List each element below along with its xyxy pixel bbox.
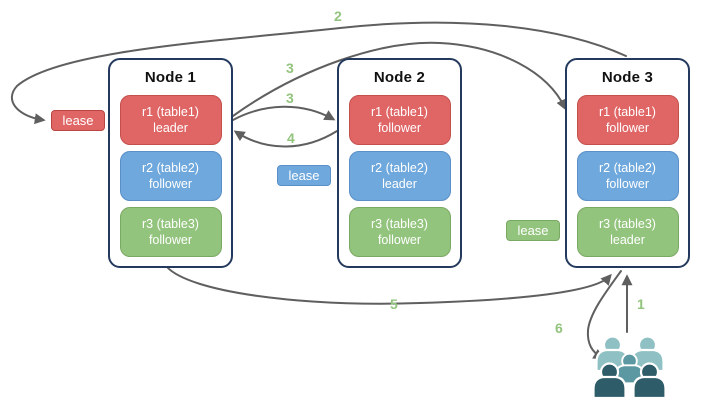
node-2-title: Node 2 xyxy=(373,69,426,86)
replica-role: follower xyxy=(377,233,422,247)
node-3-replica-r1: r1 (table1) follower xyxy=(576,95,679,145)
flow-label-step-3b: 3 xyxy=(286,90,294,106)
users-icon xyxy=(592,335,667,400)
replica-name: r3 (table3) xyxy=(142,216,199,231)
lease-tag-blue: lease xyxy=(277,165,331,186)
node-1-replica-r2: r2 (table2) follower xyxy=(119,151,222,201)
replica-role: follower xyxy=(605,177,650,191)
arrow-step-2 xyxy=(11,21,627,125)
node-1-replica-r3: r3 (table3) follower xyxy=(119,207,222,257)
replica-name: r1 (table1) xyxy=(371,104,428,119)
arrow-step-4 xyxy=(233,130,338,148)
replica-name: r3 (table3) xyxy=(599,216,656,231)
flow-label-step-4: 4 xyxy=(287,130,295,146)
replica-role: leader xyxy=(153,121,188,135)
replica-name: r1 (table1) xyxy=(599,104,656,119)
replica-name: r2 (table2) xyxy=(599,160,656,175)
node-2-replica-r3: r3 (table3) follower xyxy=(348,207,451,257)
replica-role: follower xyxy=(148,233,193,247)
replica-name: r2 (table2) xyxy=(142,160,199,175)
replica-role: follower xyxy=(605,121,650,135)
replica-name: r2 (table2) xyxy=(371,160,428,175)
flow-label-step-2: 2 xyxy=(334,8,342,24)
arrow-step-3-to-node3 xyxy=(232,41,567,117)
node-1-title: Node 1 xyxy=(144,69,197,86)
node-1-replica-r1: r1 (table1) leader xyxy=(119,95,222,145)
node-2-replica-r1: r1 (table1) follower xyxy=(348,95,451,145)
flow-label-step-1: 1 xyxy=(637,296,645,312)
lease-tag-green: lease xyxy=(506,220,560,241)
replica-role: follower xyxy=(377,121,422,135)
arrow-step-5 xyxy=(166,266,612,305)
replica-name: r3 (table3) xyxy=(371,216,428,231)
arrow-step-3-to-node2 xyxy=(232,105,336,121)
flow-label-step-3a: 3 xyxy=(286,60,294,76)
node-3-title: Node 3 xyxy=(601,69,654,86)
flow-label-step-6: 6 xyxy=(555,320,563,336)
node-3-replica-r3: r3 (table3) leader xyxy=(576,207,679,257)
lease-tag-red: lease xyxy=(51,110,105,131)
node-2-replica-r2: r2 (table2) leader xyxy=(348,151,451,201)
node-3-replica-r2: r2 (table2) follower xyxy=(576,151,679,201)
flow-label-step-5: 5 xyxy=(390,296,398,312)
node-1: Node 1 r1 (table1) leader r2 (table2) fo… xyxy=(108,58,233,268)
replica-role: leader xyxy=(382,177,417,191)
arrow-step-6 xyxy=(586,270,622,360)
node-2: Node 2 r1 (table1) follower r2 (table2) … xyxy=(337,58,462,268)
node-3: Node 3 r1 (table1) follower r2 (table2) … xyxy=(565,58,690,268)
replica-role: follower xyxy=(148,177,193,191)
replica-name: r1 (table1) xyxy=(142,104,199,119)
replica-role: leader xyxy=(610,233,645,247)
